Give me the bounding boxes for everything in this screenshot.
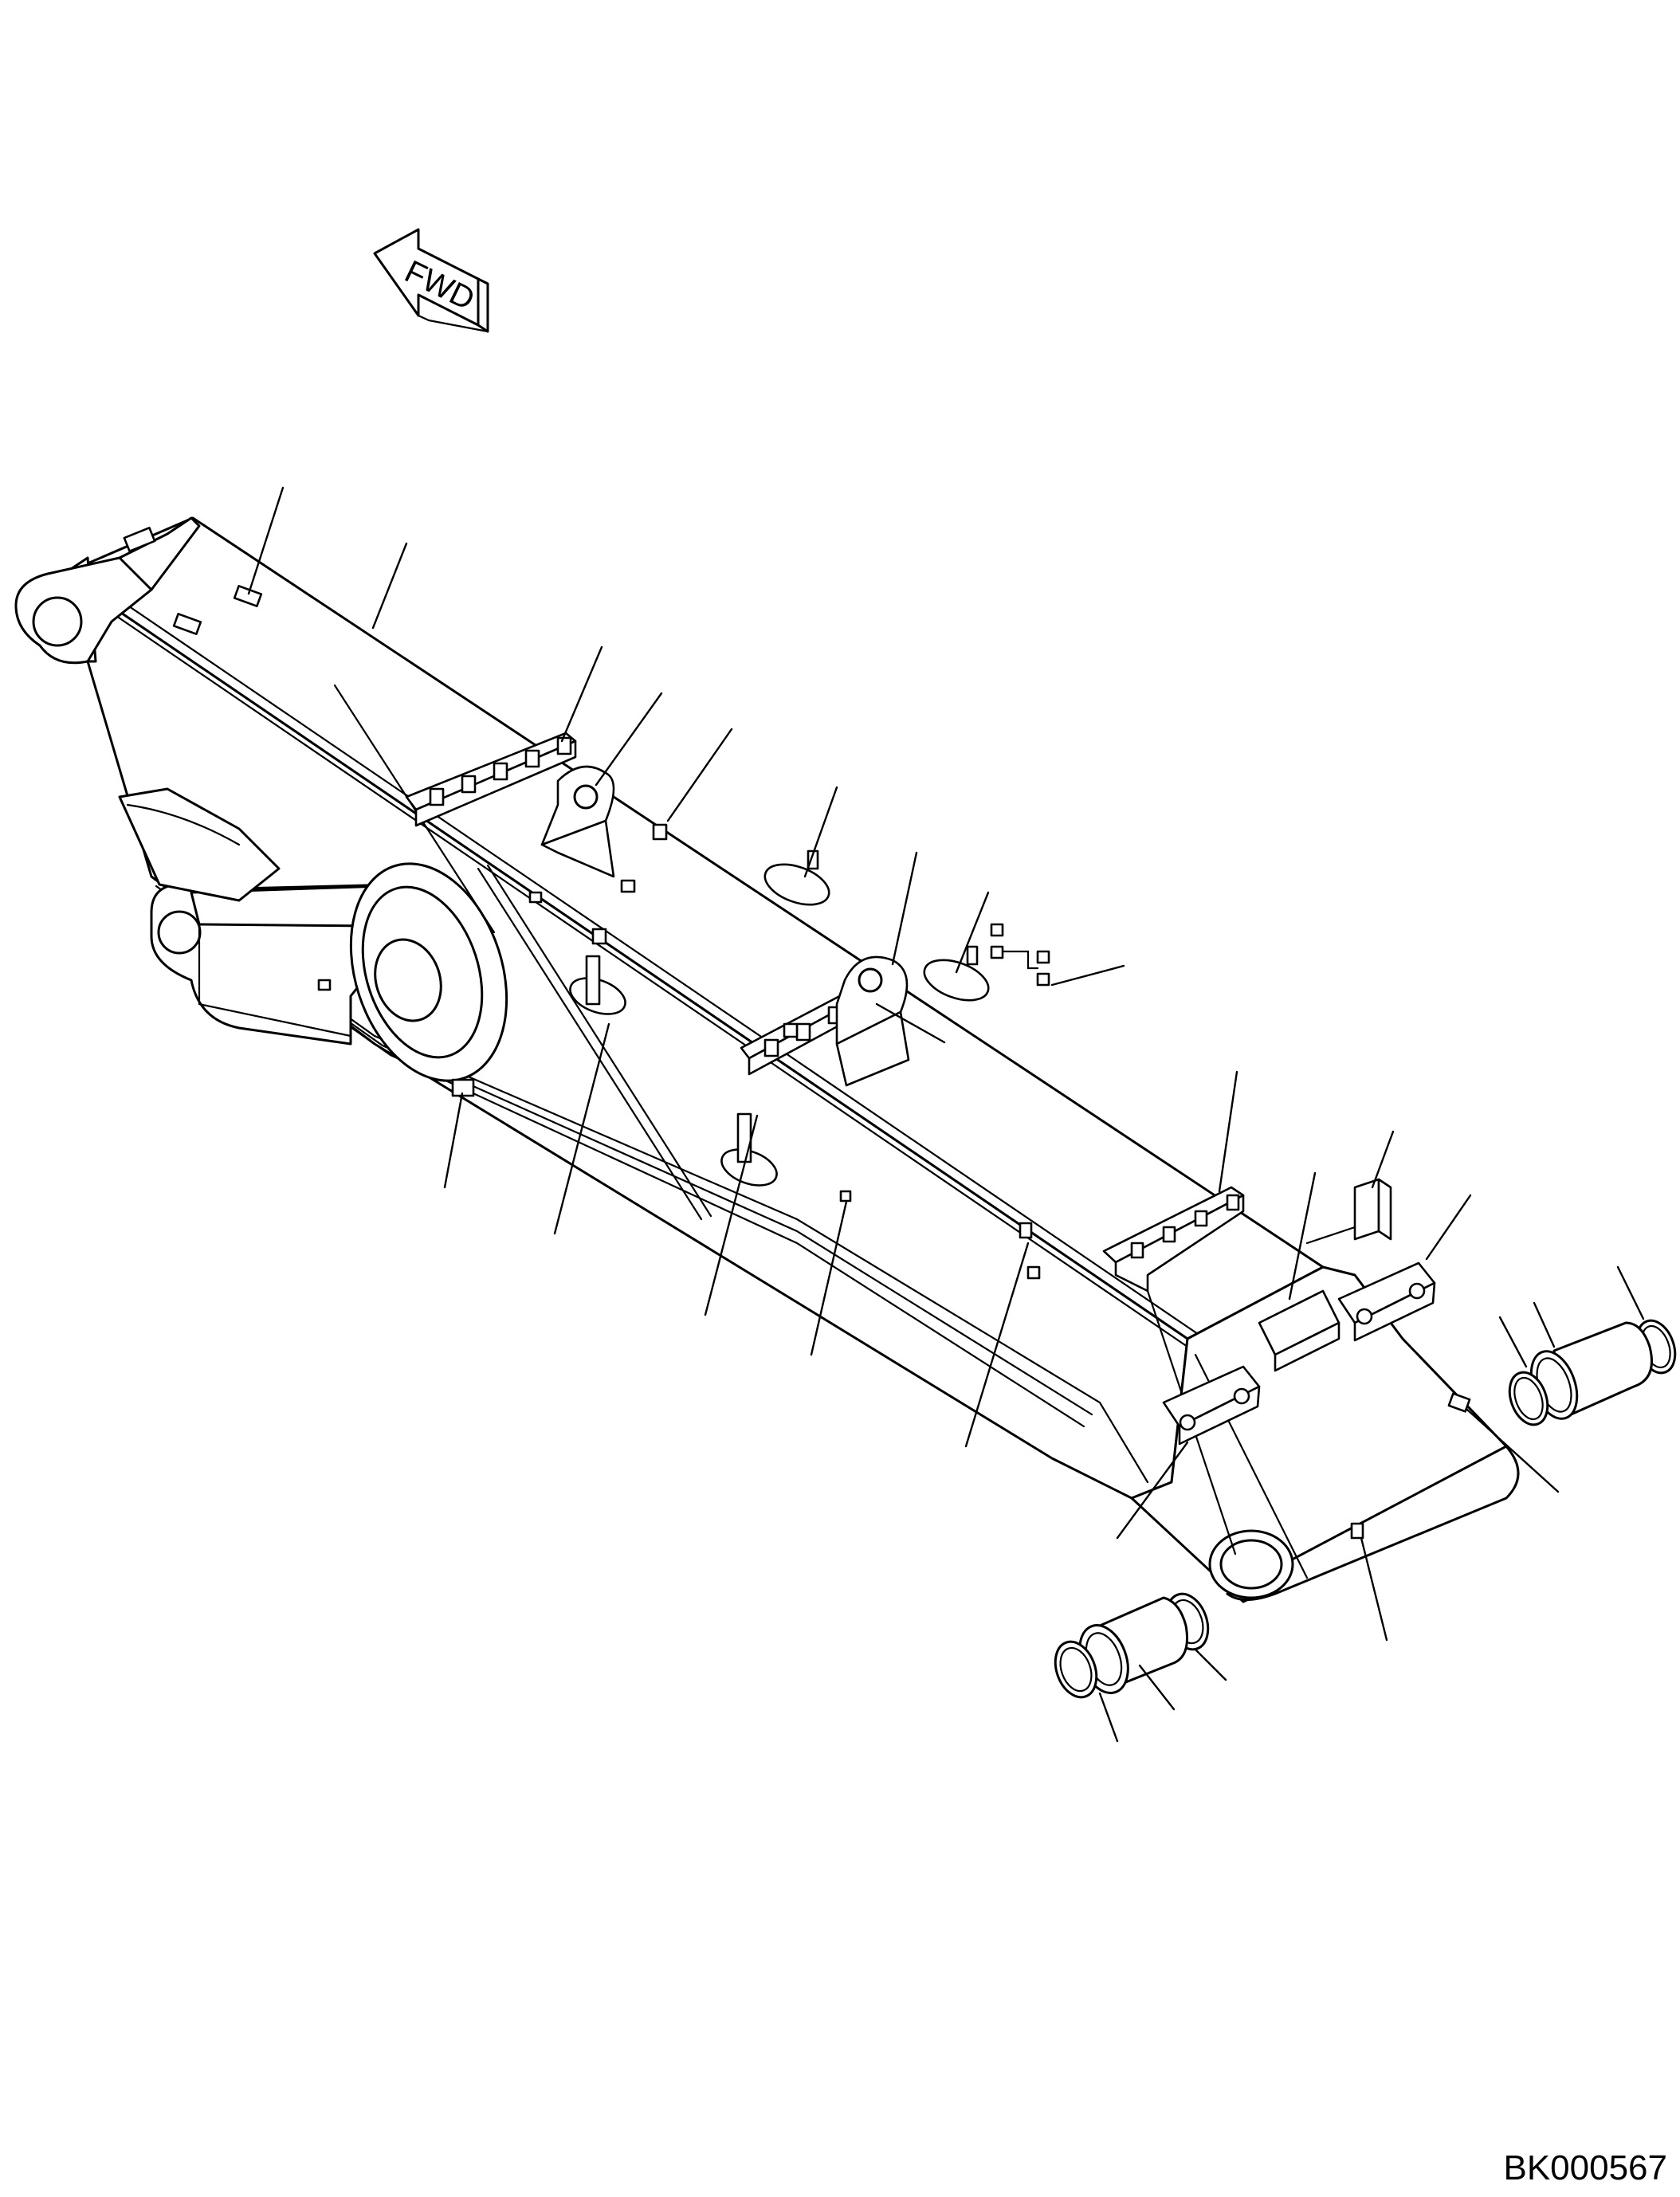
lifting-eye-2 [835,955,910,1087]
ring-left-outer [1054,1640,1098,1699]
leader-05 [666,728,733,822]
plate-rect [1258,1289,1340,1372]
leader-25 [810,1200,848,1356]
leader-23 [1098,1692,1119,1743]
leader-11 [1218,1070,1238,1193]
leader-02 [371,542,408,630]
leader-12 [1288,1171,1317,1301]
boss-disk [349,862,508,1082]
leader-09 [1050,964,1125,987]
block-small [1305,1178,1392,1245]
leader-28 [443,1092,464,1189]
leader-04 [595,692,663,787]
ring-right-inner [1508,1371,1549,1426]
step-plate-3 [1102,1186,1245,1293]
lifting-eye-1 [540,765,615,878]
leader-13 [1371,1130,1395,1189]
pads-top-plate [172,585,1041,1280]
leader-08 [955,891,990,974]
side-pad-1 [451,1078,475,1097]
leader-24 [964,1242,1030,1448]
leader-17 [1498,1316,1528,1368]
leader-26 [704,1114,759,1316]
bolt-cluster [990,923,1050,987]
callout-leaders [247,486,1645,1743]
side-bracket-1 [569,955,626,1015]
leader-15 [1533,1301,1556,1348]
leader-03 [560,645,603,743]
leader-06 [803,786,838,878]
leader-18 [1465,1407,1560,1493]
step-plate-1 [405,732,577,827]
clamp-2 [1337,1261,1436,1342]
leader-22 [1138,1664,1176,1711]
boom-foot-lug [14,516,201,665]
leader-14 [1425,1194,1472,1261]
bushing-right [1529,1321,1653,1420]
leader-21 [1194,1648,1227,1681]
leader-16 [1616,1265,1645,1320]
side-web-plate [118,787,281,902]
leader-10 [875,1002,946,1044]
leader-27 [553,1022,610,1235]
leader-20 [1116,1441,1189,1540]
leader-19 [1360,1536,1388,1642]
leader-01 [247,486,285,595]
round-cover-1 [763,849,830,906]
fwd-direction-arrow: FWD [373,228,489,333]
boom-arm-end [1130,1265,1520,1603]
round-cover-2 [923,945,990,1002]
leader-07 [891,851,918,966]
drawing-code: BK000567 [1503,2148,1667,2187]
clamp-1 [1162,1365,1261,1446]
